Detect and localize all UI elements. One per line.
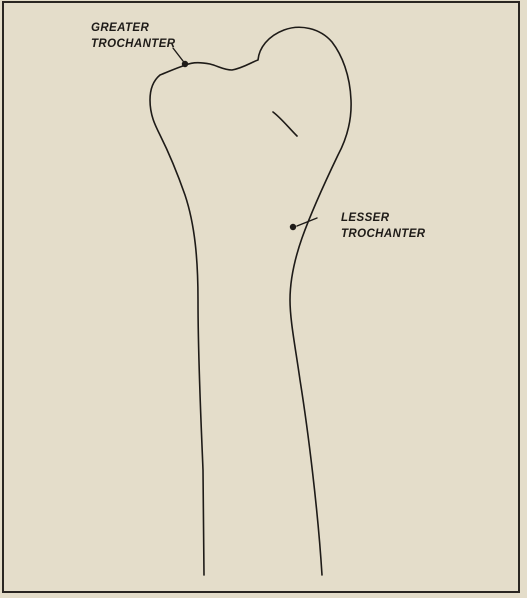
greater-trochanter-label-line2: TROCHANTER — [91, 36, 176, 52]
lesser-trochanter-label: LESSER TROCHANTER — [341, 210, 426, 242]
lesser-trochanter-dot-marker-icon — [290, 224, 296, 230]
greater-trochanter-label-line1: GREATER — [91, 20, 176, 36]
femur-outline — [150, 27, 351, 575]
greater-trochanter-dot-marker-icon — [182, 61, 188, 67]
intertrochanteric-line — [273, 112, 297, 136]
lesser-trochanter-label-line1: LESSER — [341, 210, 426, 226]
greater-trochanter-label: GREATER TROCHANTER — [91, 20, 176, 52]
lesser-trochanter-label-line2: TROCHANTER — [341, 226, 426, 242]
